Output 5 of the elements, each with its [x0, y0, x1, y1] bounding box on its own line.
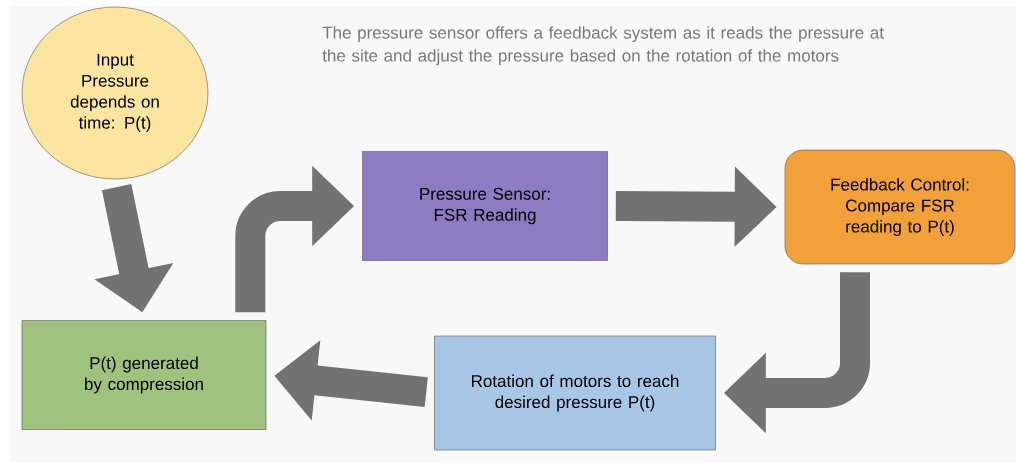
- process-box: Pressure Sensor: FSR Reading: [362, 151, 608, 261]
- process-box: Rotation of motors to reach desired pressure P(t): [434, 335, 716, 451]
- process-box: Feedback Control: Compare FSR reading to P(t): [784, 149, 1016, 265]
- process-box: P(t) generated by compression: [21, 320, 267, 430]
- note-text: The pressure sensor offers a feedback system as it reads the pressure at the site and adjust the pressure based on the rotation of the motors: [322, 26, 884, 66]
